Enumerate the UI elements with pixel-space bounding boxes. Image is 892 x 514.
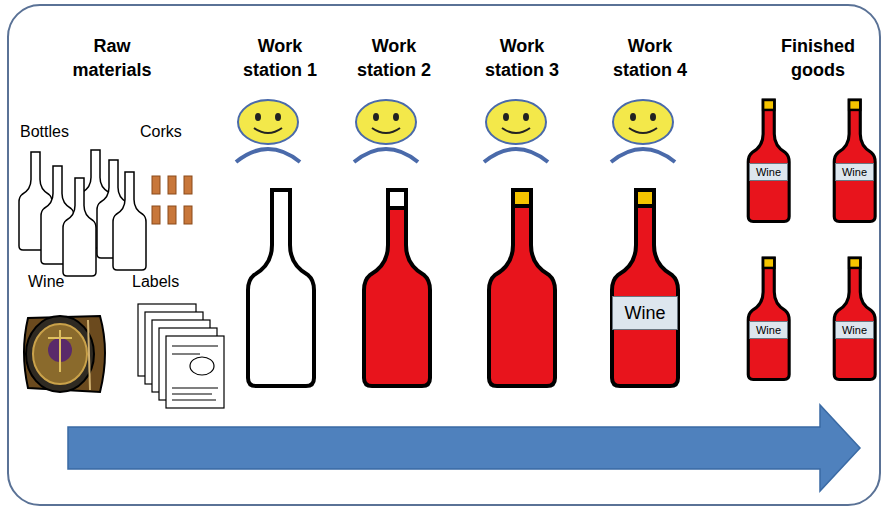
corks: [152, 176, 192, 224]
label-text: Wine: [756, 324, 781, 336]
column-heading: Work station 2: [344, 34, 444, 82]
bottle-label: Wine: [835, 163, 874, 181]
outer-frame: [8, 5, 880, 505]
material-label: Bottles: [20, 122, 69, 143]
flow-arrow: [68, 405, 860, 491]
label-stack: [138, 304, 224, 408]
material-label: Wine: [28, 272, 64, 293]
station-bottles: [248, 190, 678, 386]
material-label: Labels: [132, 272, 179, 293]
column-heading: Work station 1: [230, 34, 330, 82]
label-text: Wine: [756, 166, 781, 178]
wine-barrel: [24, 316, 105, 392]
column-heading: Work station 3: [472, 34, 572, 82]
bottle-label: Wine: [612, 296, 678, 330]
workers: [236, 100, 675, 162]
column-heading: Finished goods: [768, 34, 868, 82]
raw-bottles: [19, 150, 146, 276]
finished-bottles: [748, 100, 875, 380]
label-text: Wine: [842, 324, 867, 336]
label-text: Wine: [842, 166, 867, 178]
bottle-label: Wine: [835, 321, 874, 339]
column-heading: Work station 4: [600, 34, 700, 82]
label-text: Wine: [624, 303, 665, 324]
bottle-label: Wine: [749, 163, 788, 181]
bottle-label: Wine: [749, 321, 788, 339]
column-heading: Raw materials: [62, 34, 162, 82]
material-label: Corks: [140, 122, 182, 143]
